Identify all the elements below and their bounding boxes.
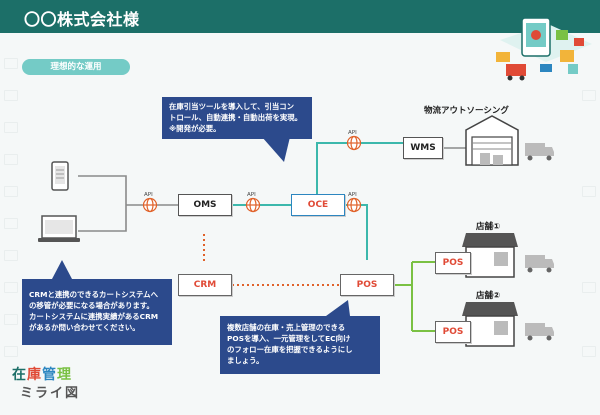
globe-api-icon bbox=[142, 197, 158, 213]
crm-callout: CRMと連携のできるカートシステムへ の移管が必要になる場合があります。 カート… bbox=[22, 279, 172, 345]
store1-pos-node: POS bbox=[435, 252, 471, 274]
store-icon bbox=[462, 233, 518, 278]
globe-api-icon bbox=[346, 135, 362, 151]
callout-line: 在庫引当ツールを導入して、引当コン bbox=[169, 102, 295, 111]
truck-icon bbox=[525, 255, 554, 273]
api-label: API bbox=[247, 192, 256, 198]
api-label: API bbox=[144, 192, 153, 198]
bg-decor-icon bbox=[4, 154, 18, 165]
callout-line: POSを導入、一元管理をしてEC向け bbox=[227, 334, 351, 343]
store-icon bbox=[462, 302, 518, 347]
callout-line: ※開発が必要。 bbox=[169, 124, 221, 133]
page-title: 〇〇株式会社様 bbox=[24, 10, 140, 29]
globe-api-icon bbox=[245, 197, 261, 213]
truck-icon bbox=[525, 323, 554, 341]
bg-decor-icon bbox=[582, 282, 596, 293]
oce-callout: 在庫引当ツールを導入して、引当コン トロール、自動連携・自動出荷を実現。 ※開発… bbox=[162, 97, 312, 139]
callout-line: カートシステムに連携実績があるCRM bbox=[29, 312, 159, 321]
logo-char: 管 bbox=[42, 367, 57, 383]
shop-laptop-icon bbox=[38, 215, 80, 242]
ecommerce-illustration bbox=[496, 17, 592, 81]
bg-decor-icon bbox=[4, 346, 18, 357]
globe-api-icon bbox=[346, 197, 362, 213]
callout-line: CRMと連携のできるカートシステムへ bbox=[29, 290, 158, 299]
bg-decor-icon bbox=[4, 186, 18, 197]
logo-char: 理 bbox=[57, 367, 72, 383]
oce-node: OCE bbox=[291, 194, 345, 216]
store1-label: 店舗① bbox=[476, 222, 501, 232]
callout-line: のフォロー在庫を把握できるようにし bbox=[227, 345, 353, 354]
bg-decor-icon bbox=[4, 122, 18, 133]
bg-decor-icon bbox=[4, 314, 18, 325]
bg-decor-icon bbox=[4, 218, 18, 229]
callout-line: の移管が必要になる場合があります。 bbox=[29, 301, 154, 310]
warehouse-icon bbox=[465, 115, 519, 166]
callout-line: ましょう。 bbox=[227, 356, 264, 365]
store2-label: 店舗② bbox=[476, 291, 501, 301]
outsourcing-label: 物流アウトソーシング bbox=[424, 106, 509, 116]
bg-decor-icon bbox=[4, 282, 18, 293]
oms-node: OMS bbox=[178, 194, 232, 216]
pos-node: POS bbox=[340, 274, 394, 296]
smartphone-icon bbox=[51, 161, 69, 191]
logo-line2: ミライ図 bbox=[20, 386, 81, 401]
api-label: API bbox=[348, 130, 357, 136]
pos-callout: 複数店舗の在庫・売上管理のできる POSを導入、一元管理をしてEC向け のフォロ… bbox=[220, 316, 380, 374]
bg-decor-icon bbox=[582, 346, 596, 357]
bg-decor-icon bbox=[4, 90, 18, 101]
logo-char: 在 bbox=[12, 367, 27, 383]
bg-decor-icon bbox=[582, 186, 596, 197]
logo-char: 庫 bbox=[27, 367, 42, 383]
wms-node: WMS bbox=[403, 137, 443, 159]
callout-line: があるか問い合わせてください。 bbox=[29, 323, 140, 332]
store2-pos-node: POS bbox=[435, 321, 471, 343]
section-tag: 理想的な運用 bbox=[22, 59, 130, 75]
crm-node: CRM bbox=[178, 274, 232, 296]
logo-line1: 在庫管理 bbox=[12, 364, 72, 384]
bg-decor-icon bbox=[582, 90, 596, 101]
callout-line: トロール、自動連携・自動出荷を実現。 bbox=[169, 113, 303, 122]
callout-line: 複数店舗の在庫・売上管理のできる bbox=[227, 323, 346, 332]
truck-icon bbox=[525, 143, 554, 161]
bg-decor-icon bbox=[4, 58, 18, 69]
api-label: API bbox=[348, 192, 357, 198]
bg-decor-icon bbox=[4, 250, 18, 261]
header-bar: 〇〇株式会社様 bbox=[0, 0, 600, 33]
